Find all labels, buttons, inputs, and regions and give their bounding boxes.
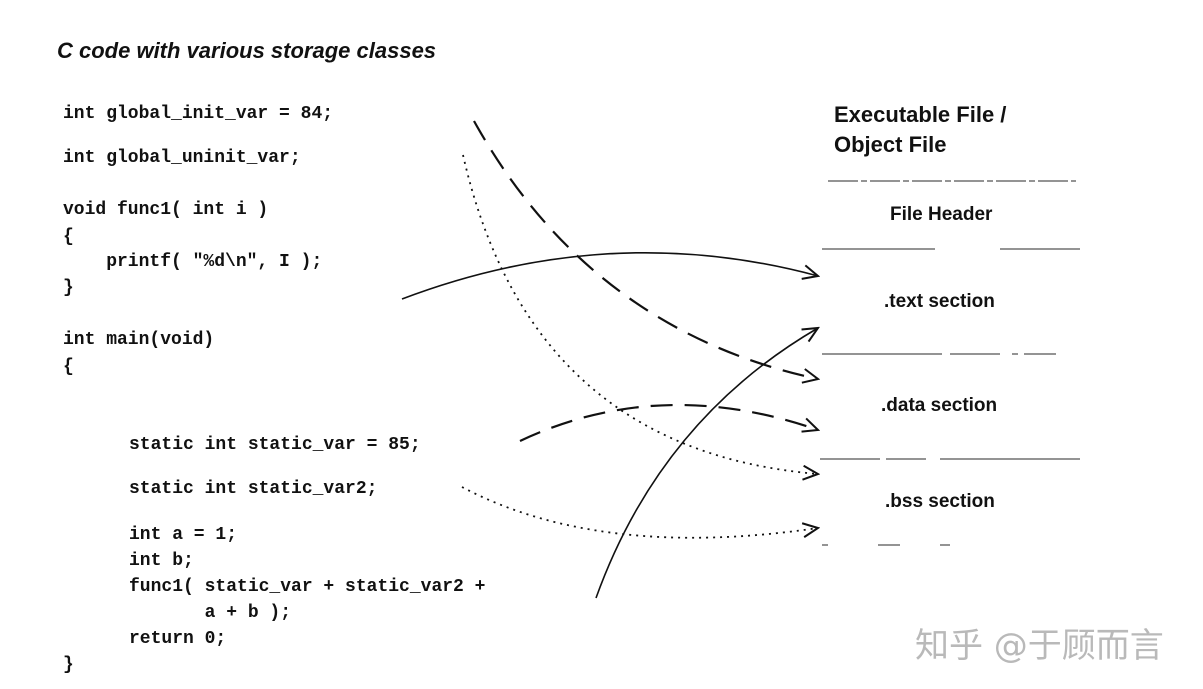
section-bss: .bss section [885,491,995,512]
section-dividers [820,180,1080,546]
code-line-int-a: int a = 1; [129,525,238,545]
arrow-global-uninit-to-bss [462,154,818,474]
code-line-global-init: int global_init_var = 84; [63,104,334,124]
code-line-main-open-brace: { [63,357,74,377]
code-line-return: return 0; [129,629,227,649]
code-line-main-close-brace: } [63,655,74,675]
code-line-func1-call-cont: a + b ); [129,603,292,623]
arrow-static-var2-to-bss [461,486,818,539]
section-file-header: File Header [890,204,993,225]
code-line-int-b: int b; [129,551,194,571]
file-title-line1: Executable File / [834,102,1007,127]
code-line-static-var2: static int static_var2; [129,479,378,499]
code-line-func1-open-brace: { [63,227,74,247]
file-title: Executable File / Object File [834,100,1006,160]
code-line-func1-signature: void func1( int i ) [63,200,269,220]
watermark: 知乎 @于顾而言 [915,626,1164,666]
code-line-global-uninit: int global_uninit_var; [63,148,301,168]
code-line-func1-close-brace: } [63,278,74,298]
file-title-line2: Object File [834,132,947,157]
arrow-static-var-to-data [519,403,818,442]
code-line-static-var: static int static_var = 85; [129,435,421,455]
arrow-func1-to-text [401,251,818,300]
arrow-global-init-to-data [473,120,818,379]
code-line-printf: printf( "%d\n", I ); [63,252,323,272]
diagram-title: C code with various storage classes [57,38,437,63]
code-line-func1-call: func1( static_var + static_var2 + [129,577,486,597]
section-text: .text section [884,291,995,312]
code-line-main-signature: int main(void) [63,330,215,350]
arrow-main-to-text [595,328,818,599]
section-data: .data section [881,395,998,416]
